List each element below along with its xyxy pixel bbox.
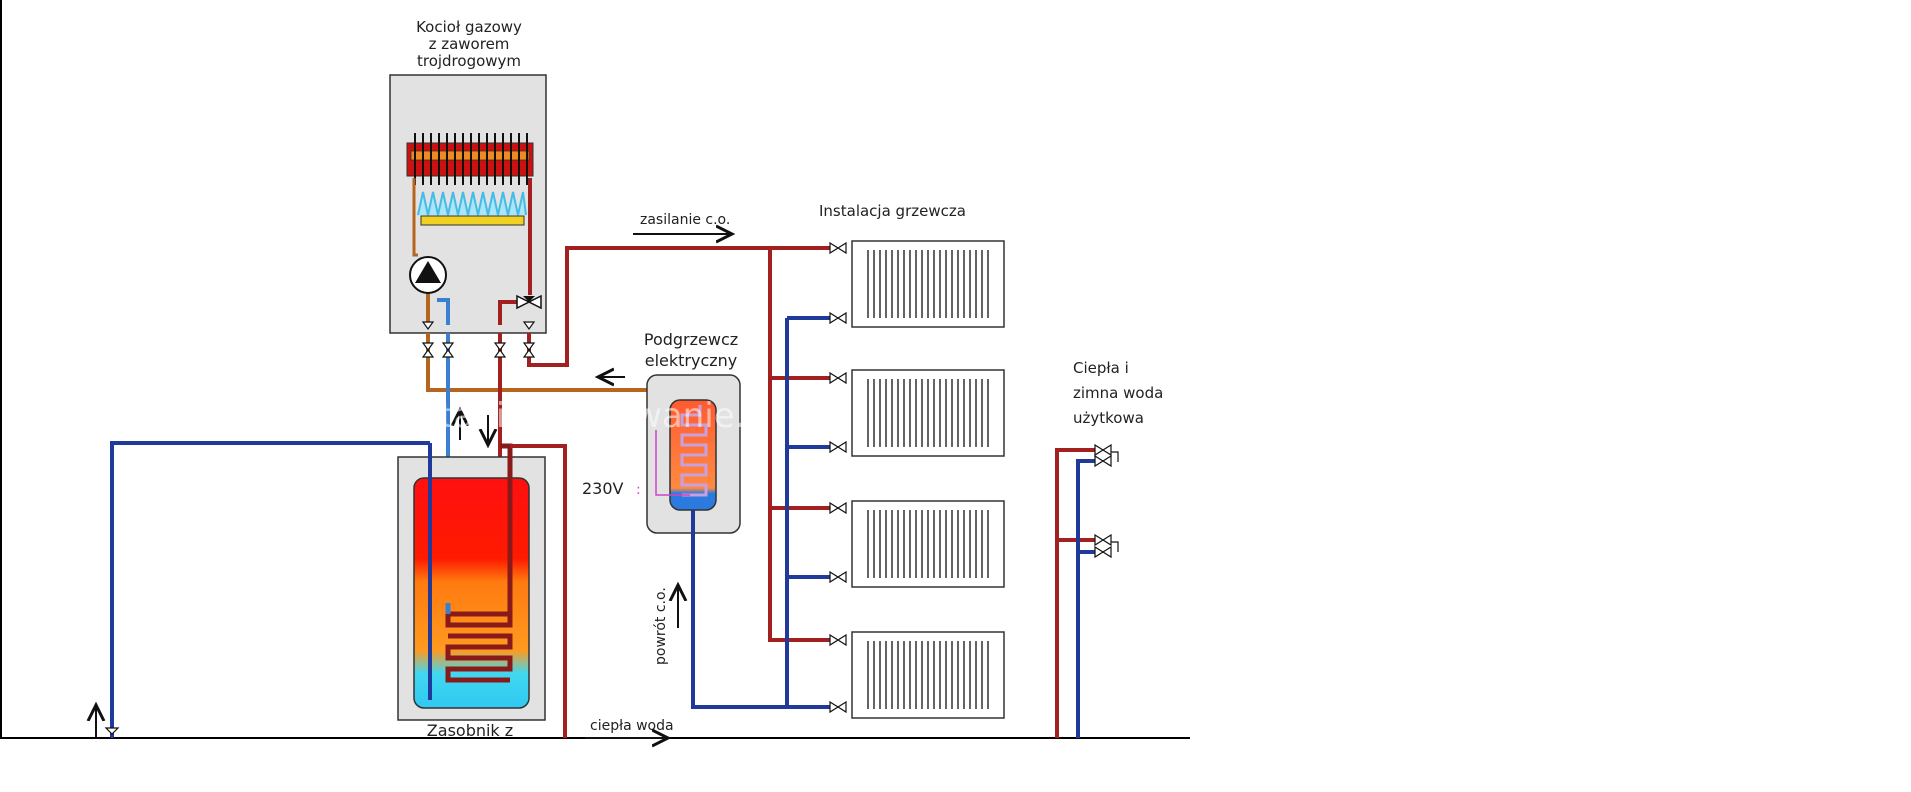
boiler-label-2: z zaworem xyxy=(429,35,510,53)
radiator-valves xyxy=(829,241,847,714)
pump-icon xyxy=(409,256,447,294)
heater-coil xyxy=(680,405,708,497)
heater-label-1: Podgrzewcz xyxy=(644,330,738,349)
boiler-burner xyxy=(420,215,525,226)
voltage-dots: : xyxy=(636,482,641,498)
heater-label-2: elektryczny xyxy=(645,351,738,370)
radiator-3 xyxy=(851,500,1005,588)
tank-water xyxy=(413,477,530,709)
boiler-valves xyxy=(421,321,536,358)
supply-label: zasilanie c.o. xyxy=(640,212,730,228)
tank-label: Zasobnik z xyxy=(427,721,513,740)
water-label-1: Ciepła i xyxy=(1073,359,1129,377)
water-label-3: użytkowa xyxy=(1073,409,1144,427)
water-label-2: zimna woda xyxy=(1073,384,1163,402)
tank-coil xyxy=(445,443,513,683)
boiler-label-1: Kocioł gazowy xyxy=(416,18,522,36)
radiator-4 xyxy=(851,631,1005,719)
boiler-heat-exchanger xyxy=(406,133,534,185)
tap-icon-2 xyxy=(1094,533,1119,559)
radiator-1 xyxy=(851,240,1005,328)
watermark: tanie-ogrzewanie.pl xyxy=(440,396,777,436)
voltage-label: 230V xyxy=(582,479,624,498)
boiler-flame-icon xyxy=(417,191,527,216)
three-way-valve-icon xyxy=(516,294,542,310)
tap-icon xyxy=(1094,443,1119,468)
radiator-2 xyxy=(851,369,1005,457)
boiler-label-3: trojdrogowym xyxy=(417,52,521,70)
heating-install-label: Instalacja grzewcza xyxy=(819,202,966,220)
return-label: powrót c.o. xyxy=(653,587,669,665)
hot-water-label: ciepła woda xyxy=(590,718,674,734)
